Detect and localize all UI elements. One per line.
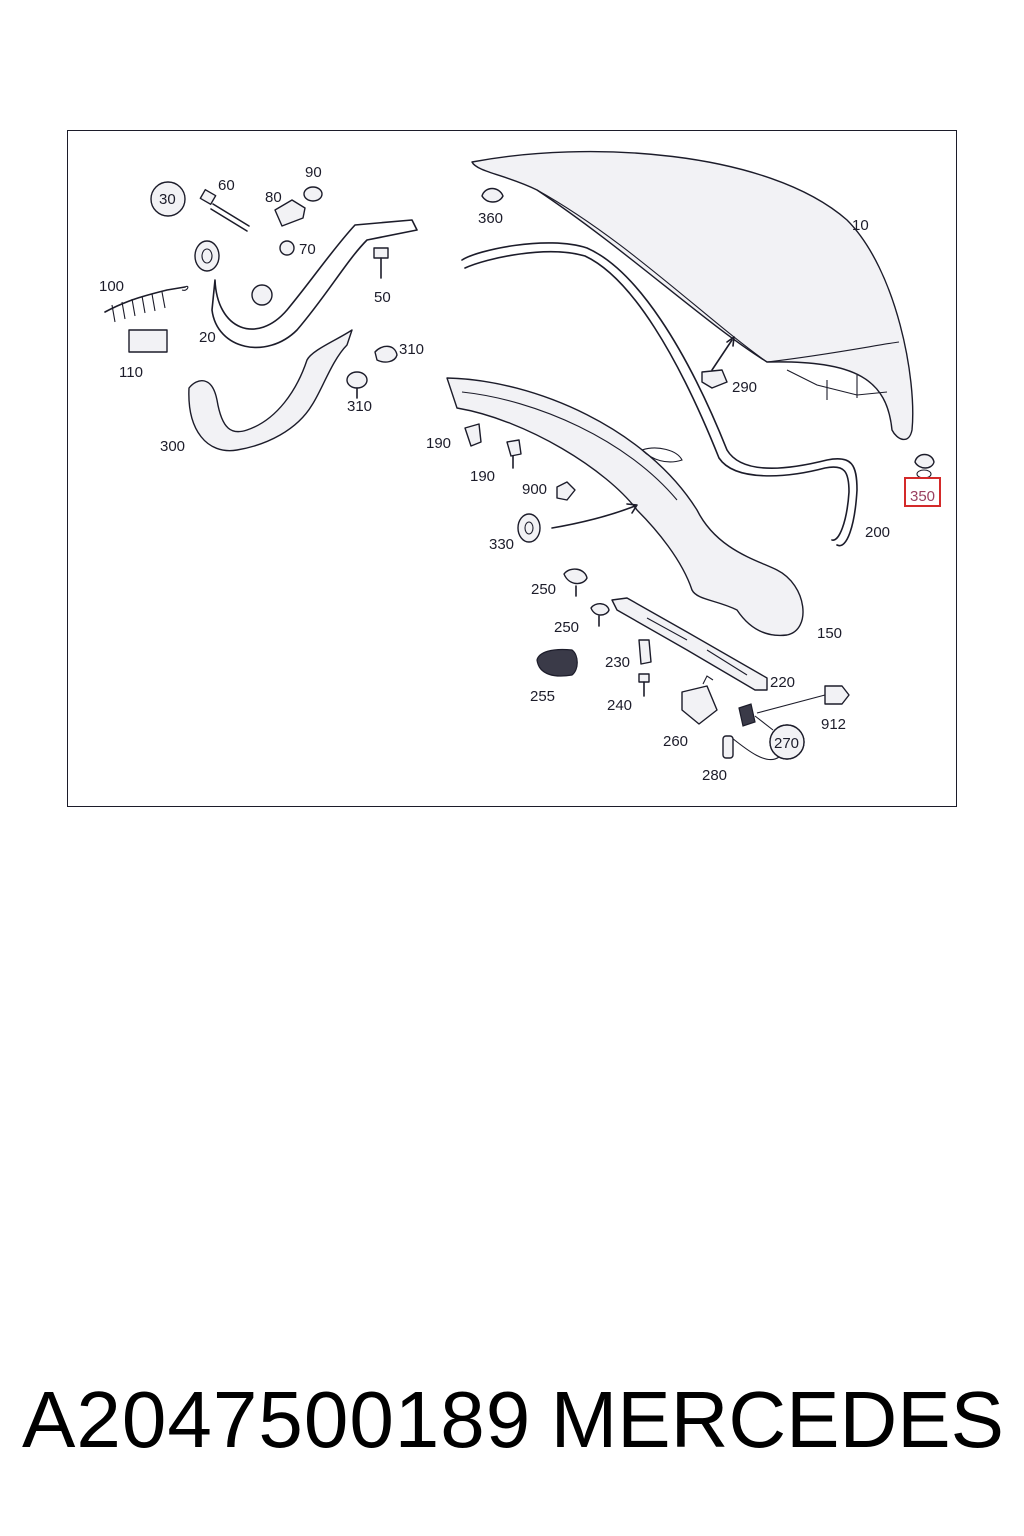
- part-hinge-arm: [211, 219, 418, 349]
- part-connector: [756, 685, 850, 714]
- footer: A2047500189 MERCEDES: [0, 1370, 1024, 1470]
- part-screw: [373, 247, 389, 279]
- diagram-frame: [67, 130, 957, 807]
- callout-circle-270: [769, 724, 805, 760]
- part-clip-310: [346, 345, 398, 399]
- callout-190b: 190: [470, 468, 495, 485]
- brand-name: MERCEDES: [550, 1375, 1004, 1464]
- callout-190a: 190: [426, 435, 451, 452]
- part-screw-240: [638, 673, 650, 697]
- callout-20: 20: [199, 329, 216, 346]
- callout-150: 150: [817, 625, 842, 642]
- callout-10: 10: [852, 217, 869, 234]
- part-clip-230: [638, 639, 652, 665]
- part-buffer: [481, 187, 504, 203]
- callout-255: 255: [530, 688, 555, 705]
- callout-310a: 310: [399, 341, 424, 358]
- callout-360: 360: [478, 210, 503, 227]
- callout-250b: 250: [554, 619, 579, 636]
- callout-30: 30: [159, 191, 176, 208]
- callout-80: 80: [265, 189, 282, 206]
- callout-310b: 310: [347, 398, 372, 415]
- part-trunk-seal: [461, 242, 858, 547]
- callout-900: 900: [522, 481, 547, 498]
- part-trunk-lid: [471, 150, 914, 441]
- part-bolt: [199, 188, 250, 232]
- part-bulb: [722, 735, 734, 759]
- part-bracket: [274, 199, 306, 227]
- callout-60: 60: [218, 177, 235, 194]
- part-hinge-cover: [188, 329, 353, 452]
- part-inner-panel: [446, 377, 804, 637]
- callout-110: 110: [119, 364, 143, 381]
- part-number: A2047500189: [22, 1375, 532, 1464]
- callout-270: 270: [774, 735, 799, 752]
- part-nut-70: [279, 240, 295, 256]
- callout-100: 100: [99, 278, 124, 295]
- highlight-box: [904, 477, 941, 507]
- part-spring: [104, 285, 189, 323]
- part-cable-guide: [701, 336, 735, 389]
- callout-350: 350: [910, 488, 935, 505]
- callout-912: 912: [821, 716, 846, 733]
- part-nut: [303, 186, 323, 202]
- callout-220: 220: [770, 674, 795, 691]
- callout-280: 280: [702, 767, 727, 784]
- callout-300: 300: [160, 438, 185, 455]
- callout-90: 90: [305, 164, 322, 181]
- callout-50: 50: [374, 289, 391, 306]
- callout-230: 230: [605, 654, 630, 671]
- callout-260: 260: [663, 733, 688, 750]
- part-washer: [194, 240, 220, 272]
- callout-200: 200: [865, 524, 890, 541]
- part-bumper: [914, 453, 935, 479]
- callout-290: 290: [732, 379, 757, 396]
- callout-330: 330: [489, 536, 514, 553]
- part-housing: [681, 675, 718, 725]
- part-clip-190: [464, 423, 522, 469]
- part-plug: [556, 481, 576, 501]
- callout-250a: 250: [531, 581, 556, 598]
- part-clip-250: [563, 568, 610, 627]
- part-switch: [536, 648, 578, 677]
- callout-circle-30: [150, 181, 186, 217]
- parts-diagram: 10 20 30 50 60 70 80 90 100 110 150 190 …: [99, 150, 941, 784]
- part-block: [128, 329, 168, 353]
- part-grommet: [517, 503, 638, 543]
- callout-70: 70: [299, 241, 316, 258]
- callout-240: 240: [607, 697, 632, 714]
- part-handle-strip: [611, 597, 768, 691]
